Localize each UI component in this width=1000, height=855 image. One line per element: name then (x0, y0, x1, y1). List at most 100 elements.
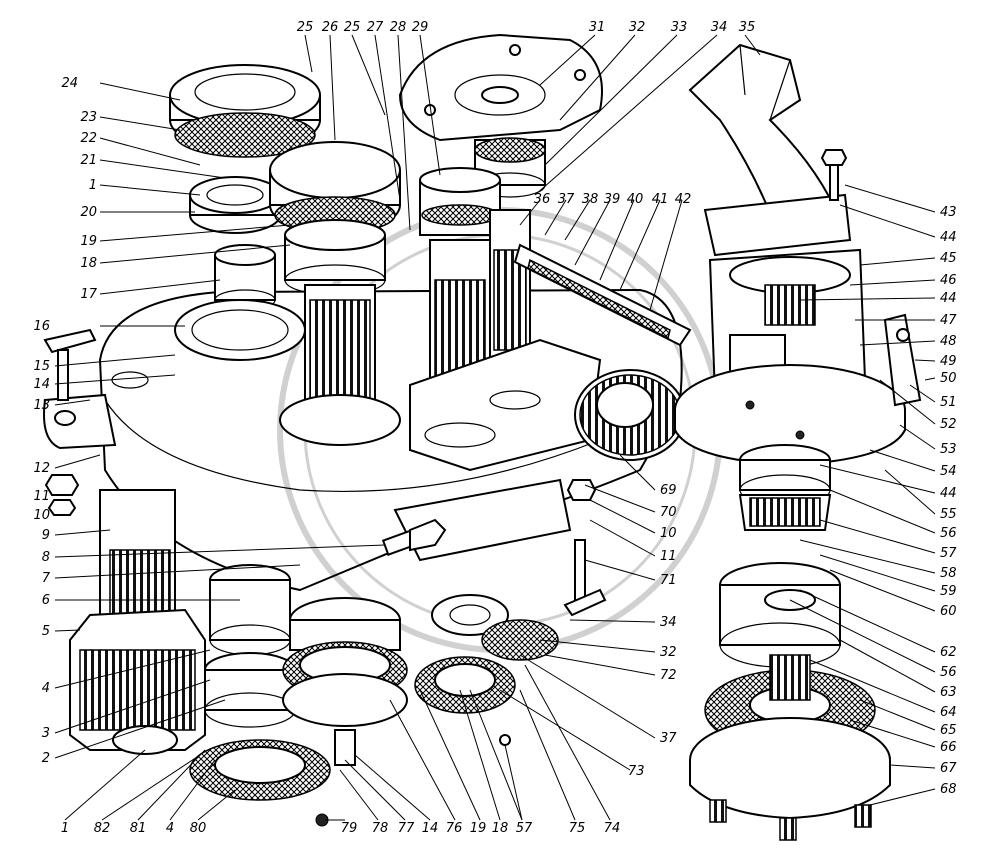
label: 74 (604, 821, 621, 836)
housing-62 (719, 562, 841, 668)
label: 4 (42, 681, 50, 696)
leader-lines (54, 34, 936, 821)
label: 12 (33, 461, 50, 476)
label: 53 (940, 442, 957, 457)
label: 36 (534, 192, 551, 207)
label: 22 (80, 131, 97, 146)
label: 47 (940, 313, 957, 328)
bolt-15 (43, 328, 97, 401)
label: 81 (130, 821, 147, 836)
label: 66 (940, 740, 957, 755)
labels-bottom: 1 82 81 4 80 79 78 77 14 76 19 18 57 75 … (61, 821, 620, 836)
gear-5 (69, 608, 206, 755)
labels-center-right: 69 70 10 11 71 34 32 72 37 73 (628, 483, 677, 779)
label: 19 (470, 821, 487, 836)
label: 43 (940, 205, 957, 220)
bracket-49 (883, 313, 922, 407)
label: 67 (940, 761, 957, 776)
label: 56 (940, 526, 957, 541)
labels-right: 43 44 45 46 44 47 48 49 50 51 52 53 54 4… (940, 205, 957, 797)
label: 44 (940, 486, 957, 501)
label: 1 (61, 821, 69, 836)
plate-31 (398, 33, 603, 142)
ring-gear-69 (574, 369, 686, 461)
label: 38 (582, 192, 599, 207)
label: 75 (569, 821, 586, 836)
label: 14 (33, 377, 50, 392)
label: 49 (940, 354, 957, 369)
label: 19 (80, 234, 97, 249)
label: 55 (940, 507, 957, 522)
label: 18 (492, 821, 509, 836)
label: 34 (711, 20, 728, 35)
label: 7 (42, 571, 51, 586)
label: 79 (341, 821, 358, 836)
housing-46 (708, 248, 867, 397)
label: 58 (940, 566, 957, 581)
label: 16 (33, 319, 50, 334)
shaft-9 (99, 489, 176, 631)
label: 2 (42, 751, 50, 766)
label: 44 (940, 291, 957, 306)
label: 11 (33, 489, 50, 504)
label: 32 (629, 20, 646, 35)
label: 34 (660, 615, 677, 630)
label: 35 (739, 20, 756, 35)
bolt-71 (563, 479, 607, 617)
flange-53 (674, 364, 906, 467)
label: 32 (660, 645, 677, 660)
label: 6 (42, 593, 50, 608)
label: 69 (660, 483, 677, 498)
label: 77 (398, 821, 415, 836)
flange-67 (689, 654, 891, 820)
label: 44 (940, 230, 957, 245)
bearing-stack-bottom-mid (414, 594, 559, 746)
label: 10 (660, 526, 677, 541)
label: 23 (80, 110, 97, 125)
elbow-pipe-35 (688, 43, 852, 257)
label: 54 (940, 464, 957, 479)
label: 57 (940, 546, 957, 561)
label: 20 (80, 205, 97, 220)
label: 72 (660, 668, 677, 683)
label: 50 (940, 371, 957, 386)
label: 52 (940, 417, 957, 432)
label: 8 (42, 550, 50, 565)
label: 70 (660, 505, 677, 520)
label: 13 (33, 398, 50, 413)
springs-68 (709, 799, 872, 841)
label: 24 (61, 76, 78, 91)
label: 64 (940, 705, 957, 720)
rack-42 (513, 243, 692, 347)
label: 25 (344, 20, 361, 35)
label: 5 (42, 624, 50, 639)
labels-left: 24 23 22 21 1 20 19 18 17 16 15 14 13 12… (33, 76, 97, 766)
label: 29 (412, 20, 429, 35)
label: 17 (80, 287, 97, 302)
label: 31 (589, 20, 606, 35)
label: 59 (940, 584, 957, 599)
label: 14 (422, 821, 439, 836)
label: 60 (940, 604, 957, 619)
label: 56 (940, 665, 957, 680)
label: 45 (940, 251, 957, 266)
label: 37 (558, 192, 575, 207)
cover-24 (169, 64, 321, 158)
label: 71 (660, 573, 677, 588)
label: 42 (675, 192, 692, 207)
label: 37 (660, 731, 677, 746)
label: 1 (89, 178, 97, 193)
label: 65 (940, 723, 957, 738)
label: 33 (671, 20, 688, 35)
bolt-8 (381, 518, 447, 556)
sleeve-17 (214, 244, 276, 311)
label: 10 (33, 508, 50, 523)
label: 51 (940, 395, 957, 410)
label: 62 (940, 645, 957, 660)
bearing-18 (284, 219, 386, 296)
bearing-stack-bottom-left (189, 564, 331, 827)
label: 46 (940, 273, 957, 288)
label: 40 (627, 192, 644, 207)
label: 15 (33, 359, 50, 374)
